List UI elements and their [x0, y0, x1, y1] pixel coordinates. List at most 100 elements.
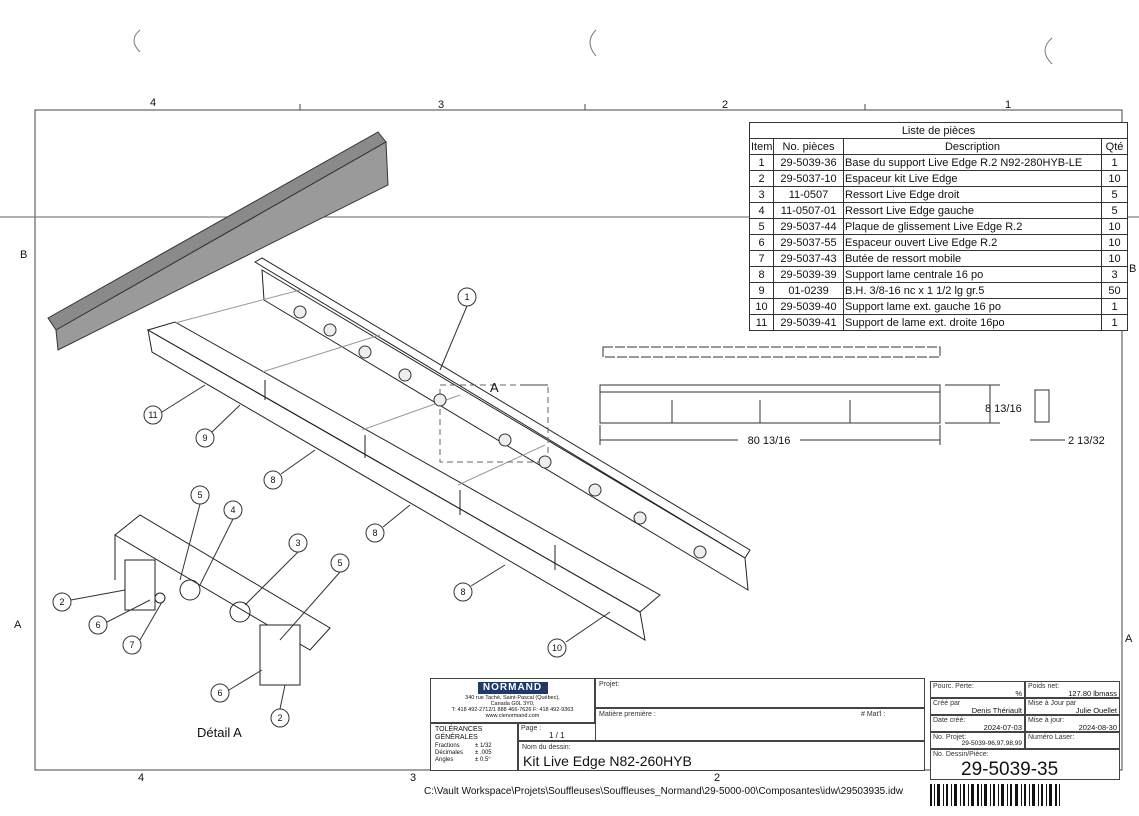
balloon-1: 1 [439, 287, 477, 371]
item-number: 11 [749, 314, 774, 331]
detail-a-view [114, 514, 331, 686]
company-logo: NORMAND [477, 682, 548, 694]
item-number: 9 [749, 282, 774, 299]
loss-field: Pourc. Perte:% [930, 681, 1025, 698]
col-description: Description [843, 138, 1102, 155]
quantity: 10 [1100, 250, 1129, 267]
date-updated-field: Mise à jour:2024-08-30 [1025, 715, 1120, 732]
balloon-6: 6 [88, 599, 151, 635]
spring-assemblies [293, 305, 707, 559]
zone-top-3: 3 [438, 99, 444, 111]
part-description: Support lame centrale 16 po [843, 266, 1102, 283]
balloon-11: 11 [143, 384, 206, 425]
col-qty: Qté [1100, 138, 1129, 155]
svg-text:2: 2 [59, 597, 64, 607]
part-description: Butée de ressort mobile [843, 250, 1102, 267]
part-number: 29-5039-39 [773, 266, 844, 283]
part-description: B.H. 3/8-16 nc x 1 1/2 lg gr.5 [843, 282, 1102, 299]
balloon-3: 3 [244, 533, 308, 606]
part-number: 29-5037-44 [773, 218, 844, 235]
quantity: 10 [1100, 234, 1129, 251]
date-created-field: Date créé:2024-07-03 [930, 715, 1025, 732]
part-number: 11-0507-01 [773, 202, 844, 219]
balloon-8: 8 [263, 449, 316, 490]
quantity: 1 [1100, 298, 1129, 315]
svg-text:6: 6 [217, 688, 222, 698]
balloon-6: 6 [210, 669, 263, 703]
quantity: 10 [1100, 218, 1129, 235]
svg-text:1: 1 [464, 292, 469, 302]
drawing-number-field: No. Dessin/Pièce: 29-5039-35 [930, 749, 1120, 780]
balloon-4: 4 [199, 500, 243, 586]
tolerance-row: Angles± 0.5° [435, 756, 491, 763]
svg-text:8: 8 [460, 587, 465, 597]
project-no-field: No. Projet:29-5039-96,97,98,99 [930, 732, 1025, 749]
file-path: C:\Vault Workspace\Projets\Souffleuses\S… [424, 786, 903, 797]
col-item: Item [749, 138, 774, 155]
item-number: 1 [749, 154, 774, 171]
balloon-2: 2 [52, 589, 126, 612]
quantity: 10 [1100, 170, 1129, 187]
balloon-5: 5 [179, 485, 210, 581]
mat-no-label: # Mat'l : [861, 711, 886, 718]
item-number: 5 [749, 218, 774, 235]
top-view [602, 346, 941, 358]
depth-dimension: 2 13/32 [1068, 435, 1105, 447]
zone-right-a: A [1125, 633, 1133, 645]
company-address: 340 rue Taché, Saint-Pascal (Québec),Can… [451, 695, 574, 720]
part-number: 29-5037-10 [773, 170, 844, 187]
svg-text:2: 2 [277, 713, 282, 723]
part-description: Espaceur kit Live Edge [843, 170, 1102, 187]
svg-text:7: 7 [129, 640, 134, 650]
col-part-no: No. pièces [773, 138, 844, 155]
punch-hole-mark [589, 29, 597, 57]
part-number: 01-0239 [773, 282, 844, 299]
item-number: 2 [749, 170, 774, 187]
balloon-8: 8 [365, 504, 411, 543]
punch-hole-mark [133, 29, 141, 53]
material-field: Matière première : # Mat'l : [595, 708, 925, 741]
quantity: 5 [1100, 186, 1129, 203]
part-description: Ressort Live Edge gauche [843, 202, 1102, 219]
balloon-5: 5 [279, 553, 350, 641]
page-block: Page : 1 / 1 [518, 723, 596, 741]
quantity: 1 [1100, 154, 1129, 171]
svg-text:6: 6 [95, 620, 100, 630]
zone-bottom-3: 3 [410, 772, 416, 784]
parts-list-table: Liste de pièces Item No. pièces Descript… [748, 122, 1129, 331]
page-number: 1 / 1 [549, 731, 565, 740]
svg-text:4: 4 [230, 505, 235, 515]
quantity: 5 [1100, 202, 1129, 219]
zone-top-1: 1 [1005, 99, 1011, 111]
iso-shaded-view [47, 131, 389, 351]
section-marker: A [490, 380, 499, 395]
drawing-number: 29-5039-35 [961, 759, 1059, 780]
side-view [1030, 389, 1065, 441]
zone-bottom-4: 4 [138, 772, 144, 784]
tolerance-row: Fractions± 1/32 [435, 743, 492, 750]
zone-right-b: B [1129, 263, 1136, 275]
zone-left-a: A [14, 619, 22, 631]
iso-assembly-view [146, 257, 751, 641]
weight-field: Poids net:127.80 lbmass [1025, 681, 1120, 698]
zone-top-2: 2 [722, 99, 728, 111]
punch-hole-mark [1044, 37, 1053, 65]
balloons: 1 11 9 8 8 8 10 5 4 3 5 2 6 7 6 2 [52, 287, 611, 728]
project-field: Projet: [595, 678, 925, 708]
detail-a-label: Détail A [197, 725, 242, 740]
tolerance-row: Décimales± .005 [435, 749, 492, 756]
svg-text:3: 3 [295, 538, 300, 548]
part-number: 29-5039-41 [773, 314, 844, 331]
quantity: 3 [1100, 266, 1129, 283]
quantity: 1 [1100, 314, 1129, 331]
part-description: Espaceur ouvert Live Edge R.2 [843, 234, 1102, 251]
part-description: Support de lame ext. droite 16po [843, 314, 1102, 331]
